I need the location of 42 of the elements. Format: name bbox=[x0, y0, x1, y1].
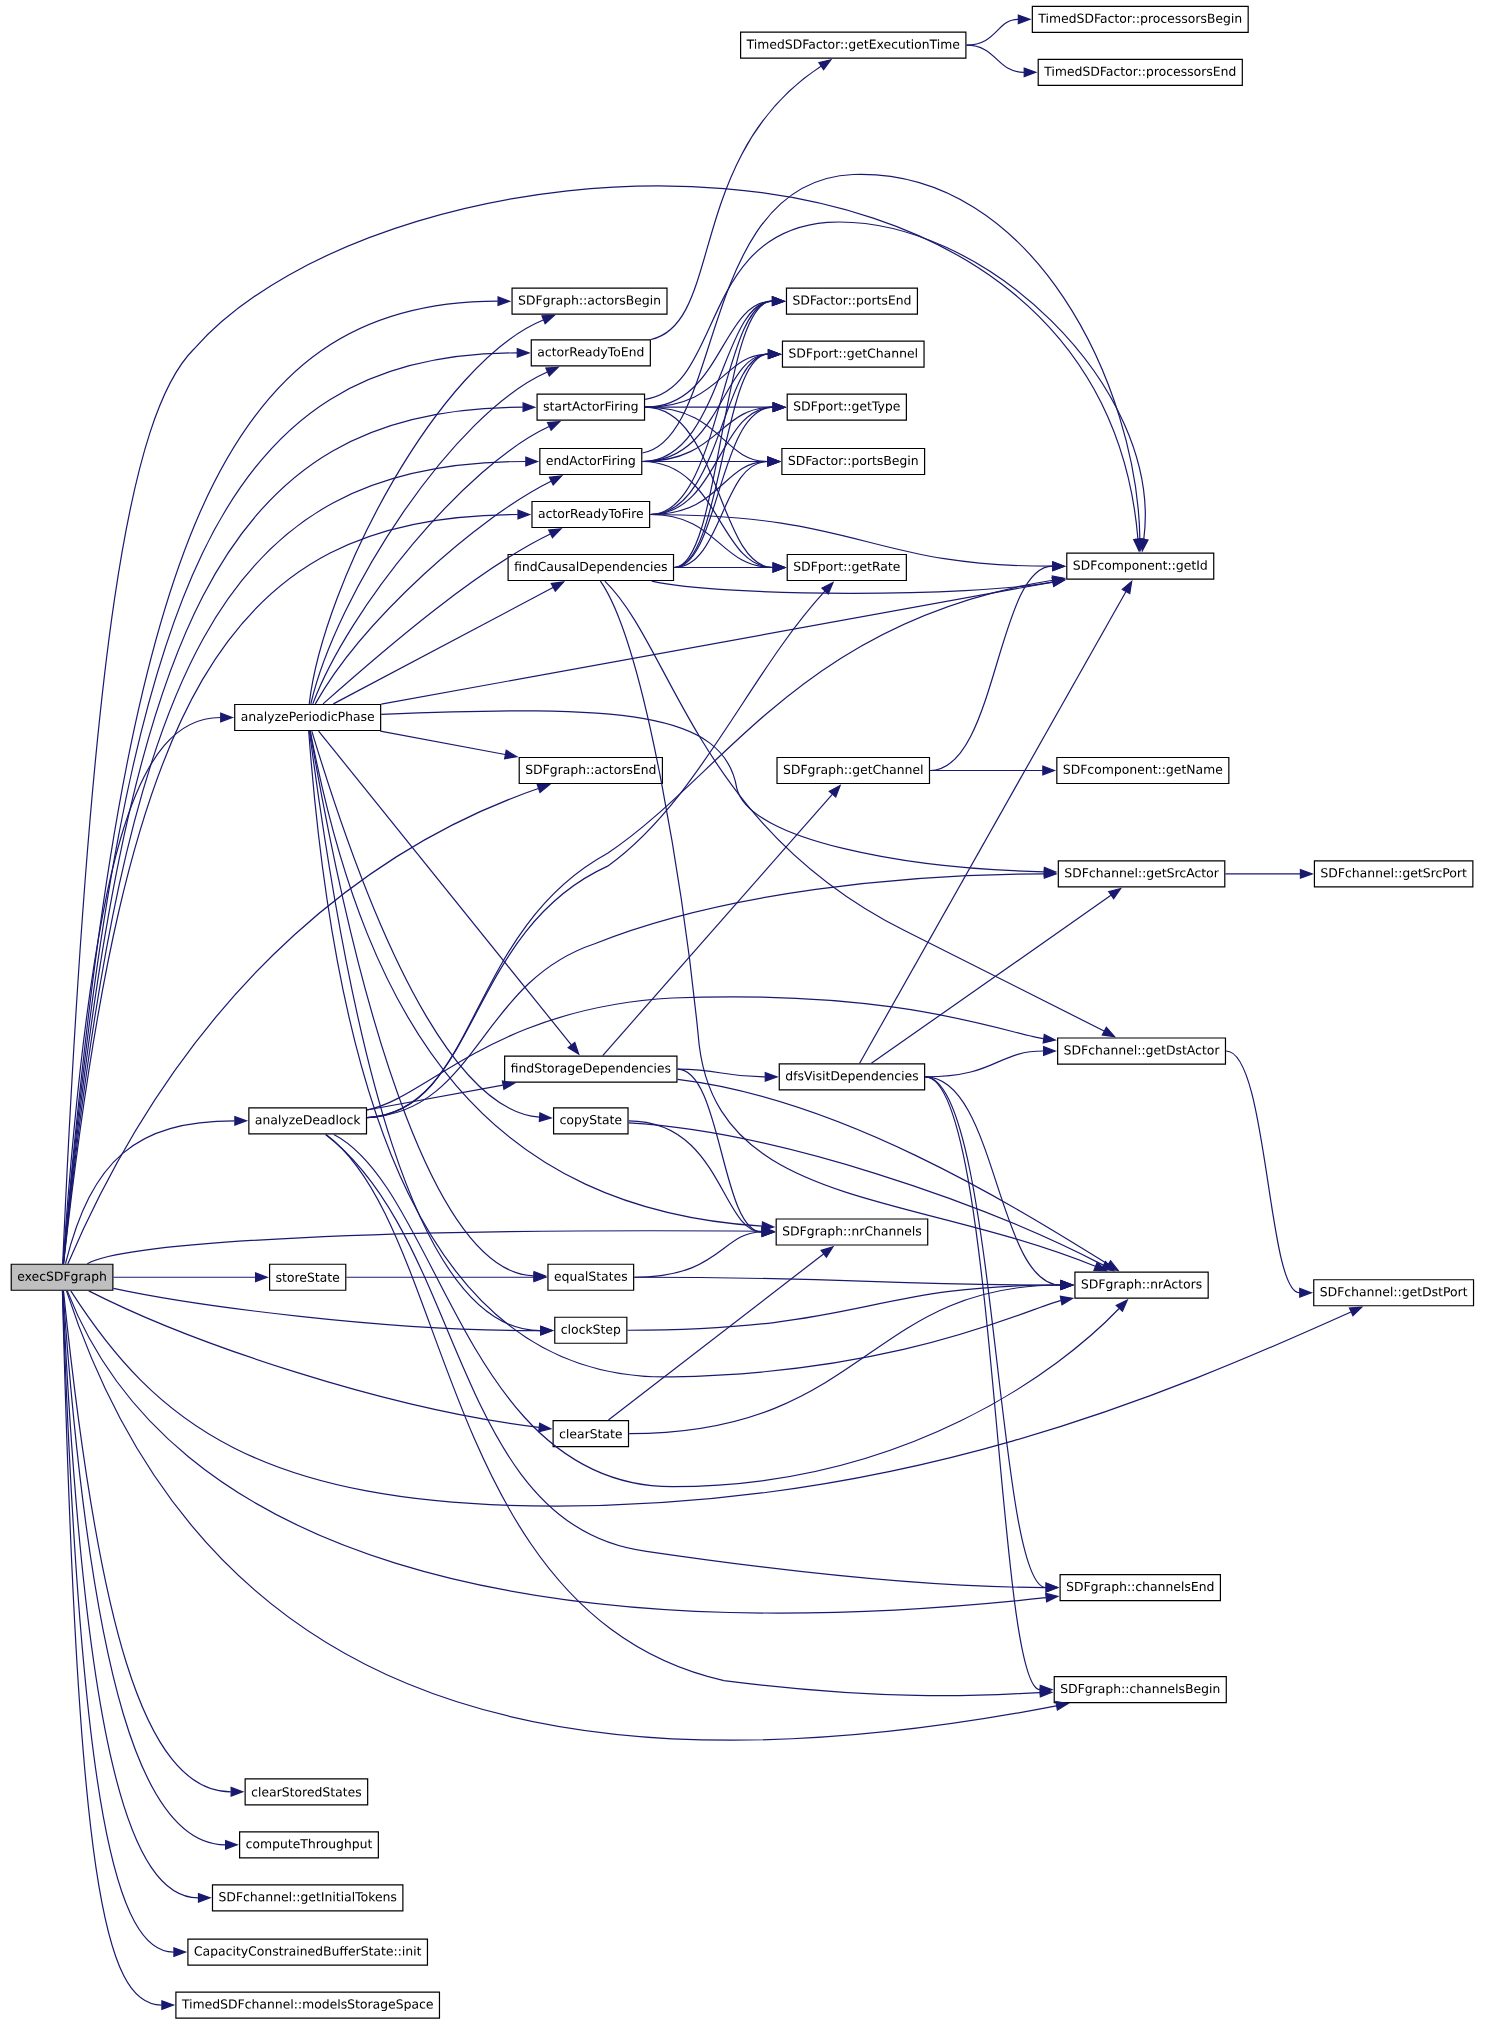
function-box: TimedSDFactor::processorsEnd bbox=[1037, 58, 1243, 86]
function-box: analyzePeriodicPhase bbox=[234, 703, 382, 732]
function-box: analyzeDeadlock bbox=[248, 1107, 368, 1135]
function-box: SDFcomponent::getId bbox=[1066, 552, 1215, 580]
function-box: dfsVisitDependencies bbox=[778, 1063, 926, 1091]
function-box: storeState bbox=[269, 1263, 347, 1291]
function-box: SDFport::getChannel bbox=[781, 340, 925, 368]
function-box: clearState bbox=[552, 1420, 630, 1448]
arrow bbox=[62, 186, 1144, 1265]
function-box: findCausalDependencies bbox=[507, 553, 675, 582]
function-box: SDFport::getRate bbox=[786, 553, 907, 582]
function-box: clockStep bbox=[554, 1316, 628, 1344]
function-box: SDFchannel::getDstActor bbox=[1057, 1037, 1227, 1065]
function-box: SDFchannel::getDstPort bbox=[1313, 1279, 1475, 1307]
function-box: SDFchannel::getSrcPort bbox=[1313, 860, 1474, 888]
function-box: findStorageDependencies bbox=[504, 1055, 678, 1083]
function-box: endActorFiring bbox=[539, 447, 643, 476]
function-box: copyState bbox=[553, 1107, 629, 1135]
function-box: SDFactor::portsEnd bbox=[785, 287, 919, 315]
function-box: SDFcomponent::getName bbox=[1056, 756, 1230, 785]
function-box: SDFgraph::channelsBegin bbox=[1053, 1676, 1227, 1704]
function-box: TimedSDFchannel::modelsStorageSpace bbox=[175, 1991, 441, 2019]
function-box: SDFchannel::getInitialTokens bbox=[211, 1884, 404, 1912]
function-box: TimedSDFactor::getExecutionTime bbox=[740, 31, 967, 59]
function-box: actorReadyToFire bbox=[531, 500, 651, 529]
function-box: SDFgraph::nrChannels bbox=[775, 1218, 929, 1246]
function-box: startActorFiring bbox=[536, 393, 646, 421]
function-box: equalStates bbox=[547, 1263, 635, 1291]
function-box: SDFgraph::channelsEnd bbox=[1059, 1573, 1221, 1602]
function-box: CapacityConstrainedBufferState::init bbox=[187, 1938, 429, 1966]
function-box: execSDFgraph bbox=[10, 1263, 114, 1291]
function-box: actorReadyToEnd bbox=[530, 339, 651, 367]
function-box: SDFgraph::getChannel bbox=[776, 756, 931, 785]
function-box: TimedSDFactor::processorsBegin bbox=[1031, 5, 1249, 33]
function-box: computeThroughput bbox=[239, 1831, 379, 1859]
function-box: SDFgraph::actorsEnd bbox=[518, 756, 663, 785]
function-box: SDFgraph::actorsBegin bbox=[511, 287, 668, 315]
function-box: SDFgraph::nrActors bbox=[1074, 1271, 1209, 1299]
function-box: SDFport::getType bbox=[786, 393, 907, 421]
function-box: SDFchannel::getSrcActor bbox=[1057, 860, 1226, 888]
function-box: SDFactor::portsBegin bbox=[781, 447, 926, 476]
function-box: clearStoredStates bbox=[244, 1778, 369, 1806]
